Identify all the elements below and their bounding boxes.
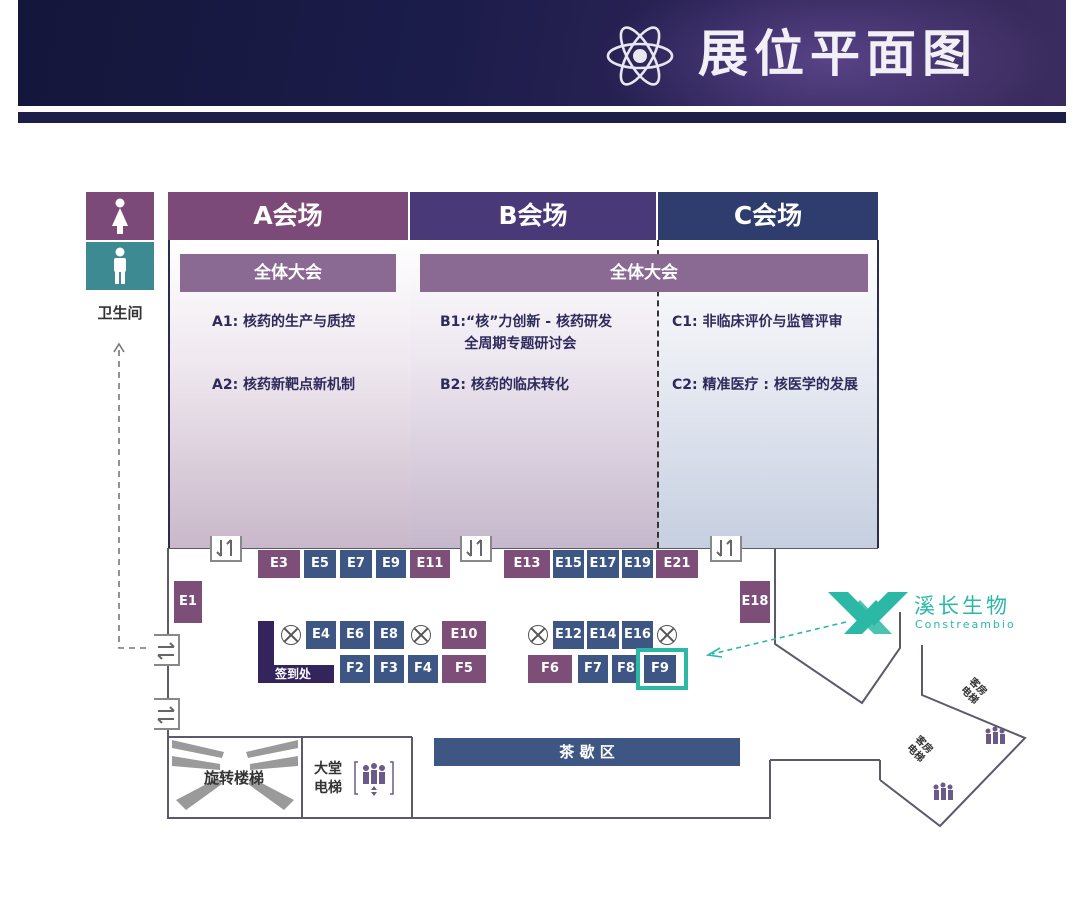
side-door-1 — [154, 634, 180, 666]
session-c1: C1: 非临床评价与监管评审 — [672, 314, 843, 330]
registration-desk — [258, 665, 334, 683]
booth-f3[interactable]: F3 — [374, 655, 404, 683]
header-banner — [18, 0, 1066, 106]
booth-e7[interactable]: E7 — [340, 550, 372, 578]
booth-e17[interactable]: E17 — [587, 550, 619, 578]
hall-a-door — [210, 536, 242, 562]
tea-break-area: 茶 歇 区 — [434, 738, 740, 766]
elevator-icon — [933, 782, 953, 800]
hall-a-header: A会场 — [168, 192, 408, 240]
restroom-male — [86, 242, 154, 290]
booth-e10[interactable]: E10 — [442, 621, 486, 649]
exhibitor-name-en: Constreambio — [915, 618, 1016, 631]
session-c2: C2: 精准医疗 : 核医学的发展 — [672, 377, 858, 393]
column-marker-icon — [411, 625, 431, 645]
booth-f6[interactable]: F6 — [528, 655, 572, 683]
booth-f9-highlight — [636, 648, 688, 690]
column-marker-icon — [528, 625, 548, 645]
booth-e9[interactable]: E9 — [376, 550, 406, 578]
booth-e4[interactable]: E4 — [306, 621, 336, 649]
constreambio-logo — [828, 592, 908, 634]
exhibitor-pointer-arrow — [705, 621, 847, 658]
booth-e16[interactable]: E16 — [622, 621, 653, 649]
booth-f7[interactable]: F7 — [578, 655, 608, 683]
header-underline — [18, 112, 1066, 123]
booth-e5[interactable]: E5 — [304, 550, 336, 578]
door-icon — [157, 642, 175, 660]
booth-e6[interactable]: E6 — [340, 621, 370, 649]
female-icon — [112, 198, 128, 234]
session-b2: B2: 核药的临床转化 — [440, 377, 569, 393]
booth-e21[interactable]: E21 — [656, 550, 698, 578]
hall-b-door — [460, 536, 492, 562]
hall-c-door — [710, 536, 742, 562]
restroom-female — [86, 192, 154, 240]
booth-e12[interactable]: E12 — [553, 621, 584, 649]
booth-f5[interactable]: F5 — [442, 655, 486, 683]
session-b1: B1:“核”力创新 - 核药研发 全周期专题研讨会 — [440, 314, 612, 352]
booth-e3[interactable]: E3 — [258, 550, 300, 578]
male-icon — [114, 247, 126, 284]
exhibitor-name-cn: 溪长生物 — [914, 594, 1010, 618]
booth-e11[interactable]: E11 — [410, 550, 450, 578]
side-door-2 — [154, 698, 180, 730]
booth-f8[interactable]: F8 — [612, 655, 640, 683]
booth-e14[interactable]: E14 — [587, 621, 619, 649]
column-marker-icon — [657, 625, 677, 645]
spiral-stairs-label: 旋转楼梯 — [204, 769, 265, 787]
restroom-label: 卫生间 — [97, 304, 143, 322]
hall-a-plenary: 全体大会 — [180, 254, 396, 292]
hall-bc-plenary: 全体大会 — [420, 254, 868, 292]
booth-e8[interactable]: E8 — [374, 621, 404, 649]
registration-label: 签到处 — [275, 667, 312, 681]
session-a2: A2: 核药新靶点新机制 — [212, 377, 356, 393]
booth-e13[interactable]: E13 — [504, 550, 550, 578]
route-arrow-icon — [113, 342, 125, 353]
booth-e18[interactable]: E18 — [740, 581, 770, 623]
hall-b-header: B会场 — [410, 192, 656, 240]
elevator-icon — [354, 761, 394, 796]
booth-e19[interactable]: E19 — [622, 550, 653, 578]
door-icon — [466, 539, 482, 557]
booth-e1[interactable]: E1 — [174, 581, 202, 623]
hall-c-header: C会场 — [658, 192, 878, 240]
booth-f4[interactable]: F4 — [408, 655, 438, 683]
lobby-elevator-label: 大堂 电梯 — [314, 761, 342, 796]
booth-f2[interactable]: F2 — [340, 655, 370, 683]
elevator-icon — [985, 726, 1005, 744]
booth-e15[interactable]: E15 — [553, 550, 584, 578]
restroom-route — [118, 350, 150, 649]
column-marker-icon — [281, 625, 301, 645]
atom-icon — [606, 26, 674, 86]
door-icon — [216, 539, 232, 557]
spiral-stairs-icon — [172, 740, 298, 810]
page-title: 展位平面图 — [698, 25, 978, 83]
session-a1: A1: 核药的生产与质控 — [212, 314, 356, 330]
booth-f9[interactable]: F9 — [644, 655, 676, 683]
door-icon — [157, 706, 175, 724]
door-icon — [716, 539, 732, 557]
